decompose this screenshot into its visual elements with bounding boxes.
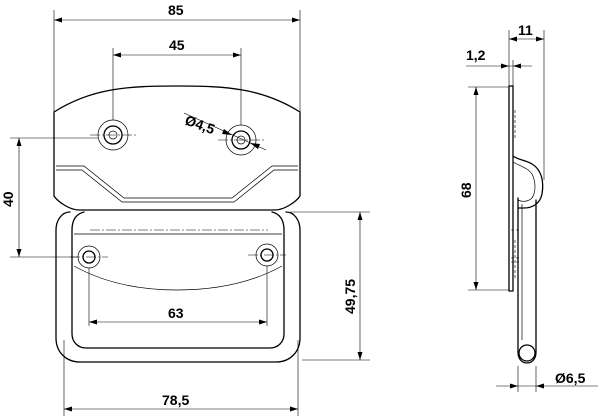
dim-hole-spacing-top-label: 45 — [169, 37, 185, 53]
dim-bracket-height: 40 — [0, 137, 98, 258]
dim-bar-diameter-label: Ø6,5 — [555, 370, 586, 386]
side-plate — [508, 85, 514, 292]
dim-side-height-label: 68 — [458, 182, 474, 198]
dim-side-height: 68 — [458, 86, 509, 291]
plate-bend-line — [56, 169, 298, 203]
dim-handle-width-label: 78,5 — [162, 392, 189, 408]
dim-bar-diameter: Ø6,5 — [496, 366, 598, 392]
dim-depth: 11 — [508, 22, 545, 180]
lower-lip — [73, 265, 283, 291]
mounting-plate-outline — [53, 85, 301, 211]
dim-hole-diameter-label: Ø4,5 — [183, 112, 217, 137]
dim-overall-width-label: 85 — [168, 2, 184, 18]
dim-hole-diameter: Ø4,5 — [183, 112, 267, 151]
dim-handle-drop-label: 49,75 — [342, 279, 358, 314]
dim-overall-width: 85 — [53, 2, 301, 112]
dim-plate-thickness-label: 1,2 — [466, 47, 486, 63]
side-bar-end — [518, 344, 536, 362]
dim-hole-spacing-top: 45 — [112, 37, 242, 125]
side-bracket — [512, 155, 544, 209]
dim-hole-spacing-bottom: 63 — [88, 266, 268, 326]
side-view — [508, 85, 544, 364]
dim-handle-drop: 49,75 — [290, 211, 370, 361]
dim-depth-label: 11 — [518, 22, 533, 38]
handle-inner — [71, 211, 285, 349]
dim-handle-width: 78,5 — [63, 340, 299, 416]
dim-plate-thickness: 1,2 — [466, 47, 532, 86]
handle-outer — [55, 211, 301, 363]
plate-inner-contour — [56, 165, 298, 199]
dim-bracket-height-label: 40 — [0, 191, 16, 207]
dim-hole-spacing-bottom-label: 63 — [168, 305, 184, 321]
front-view — [53, 85, 301, 363]
side-handle-bar — [517, 197, 537, 364]
side-hole-marks — [511, 229, 521, 263]
side-bracket-inner — [512, 161, 536, 202]
